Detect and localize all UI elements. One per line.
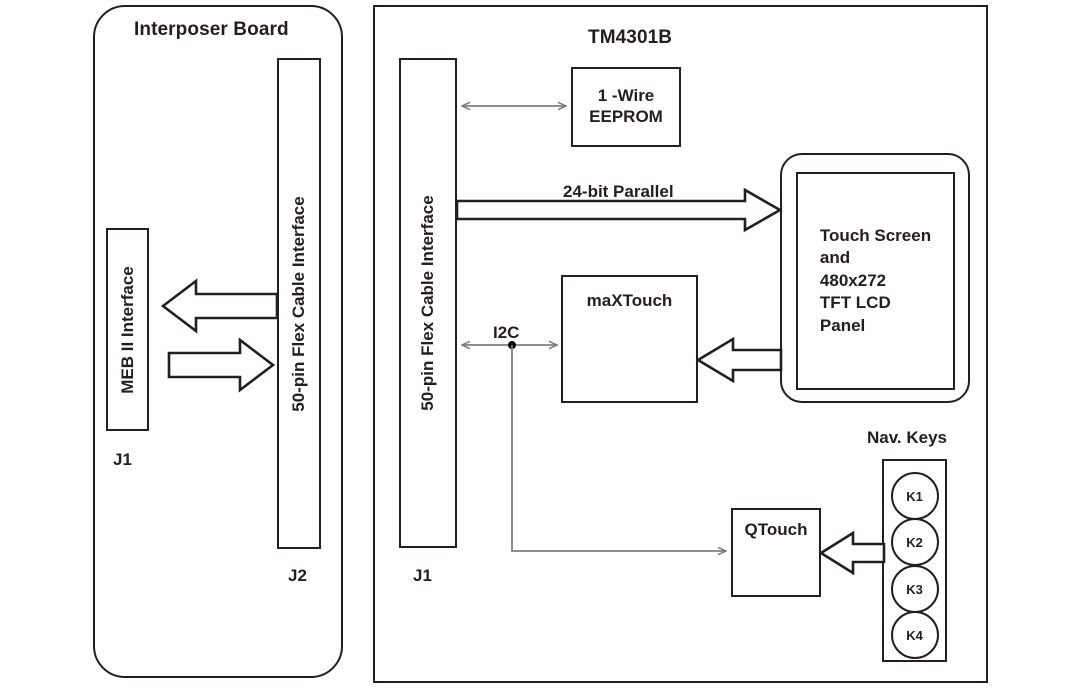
bus-label-i2c: I2C xyxy=(493,323,520,342)
display-label-line4: TFT LCD xyxy=(819,293,891,313)
eeprom-label-line2: EEPROM xyxy=(589,107,663,126)
maxtouch-label: maXTouch xyxy=(586,291,673,310)
nav-key-k4-label: K4 xyxy=(906,627,923,643)
flex-cable-interface-label-right: 50-pin Flex Cable Interface xyxy=(418,195,437,411)
eeprom-label-group: 1 -Wire EEPROM xyxy=(589,86,663,127)
display-label-line1: Touch Screen xyxy=(819,225,932,245)
tm4301b-board-title: TM4301B xyxy=(588,27,673,48)
nav-key-k1-label: K1 xyxy=(906,488,923,504)
bus-label-24bit-parallel: 24-bit Parallel xyxy=(563,182,674,201)
nav-key-k3-label: K3 xyxy=(906,581,923,597)
maxtouch-block: maXTouch xyxy=(561,275,698,403)
nav-key-k3[interactable]: K3 xyxy=(890,565,939,613)
interposer-board-outline xyxy=(93,5,343,678)
connector-label-j2: J2 xyxy=(288,566,307,585)
nav-key-k2[interactable]: K2 xyxy=(890,518,939,566)
nav-keys-title: Nav. Keys xyxy=(867,428,948,447)
qtouch-block: QTouch xyxy=(731,508,821,597)
display-label-line5: Panel xyxy=(819,315,866,335)
tm4301b-board-outline xyxy=(373,5,988,683)
interposer-board-title: Interposer Board xyxy=(134,19,289,40)
nav-key-k1[interactable]: K1 xyxy=(890,472,939,520)
nav-keys-block: K1 K2 K3 K4 xyxy=(882,459,947,662)
meb-ii-interface-label: MEB II Interface xyxy=(117,265,137,394)
flex-cable-interface-block-right: 50-pin Flex Cable Interface xyxy=(399,58,457,548)
flex-cable-interface-label-left: 50-pin Flex Cable Interface xyxy=(289,195,308,412)
one-wire-eeprom-block: 1 -Wire EEPROM xyxy=(571,67,681,147)
display-label-line2: and xyxy=(819,248,851,268)
eeprom-label-line1: 1 -Wire xyxy=(597,86,655,106)
connector-label-j1-right: J1 xyxy=(413,566,432,585)
display-label-group: Touch Screen and 480x272 TFT LCD Panel xyxy=(820,225,931,337)
connector-label-j1-left: J1 xyxy=(113,450,132,469)
display-label-line3: 480x272 xyxy=(819,270,887,290)
meb-ii-interface-block: MEB II Interface xyxy=(106,228,149,431)
nav-key-k4[interactable]: K4 xyxy=(890,611,939,659)
qtouch-label: QTouch xyxy=(744,520,808,539)
nav-key-k2-label: K2 xyxy=(906,534,923,550)
tft-lcd-panel-block: Touch Screen and 480x272 TFT LCD Panel xyxy=(796,172,955,390)
flex-cable-interface-block-left: 50-pin Flex Cable Interface xyxy=(277,58,321,549)
